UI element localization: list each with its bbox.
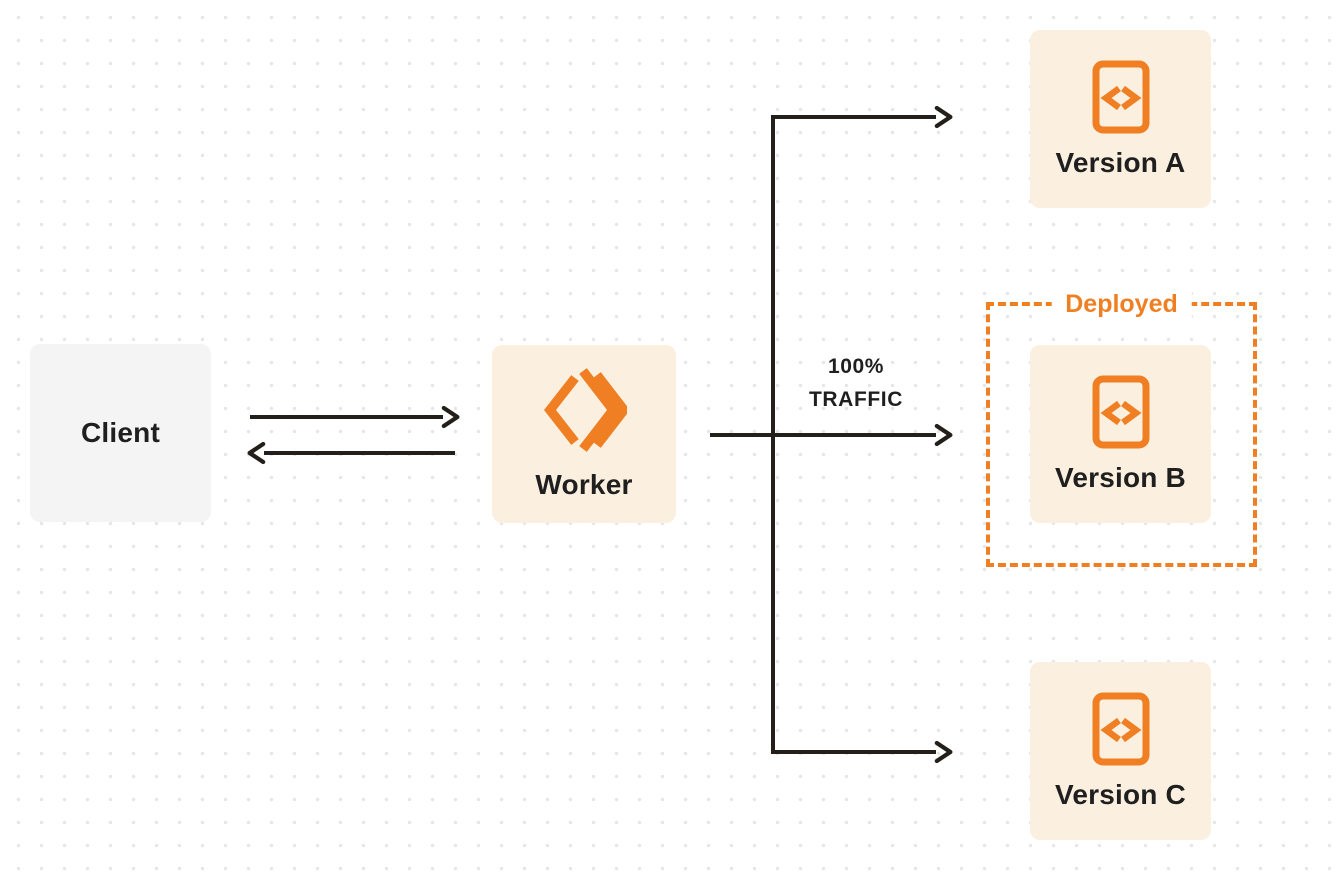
- version-c-label: Version C: [1055, 778, 1186, 810]
- version-a-node: Version A: [1030, 30, 1211, 208]
- traffic-percent: 100%: [827, 355, 885, 378]
- version-a-label: Version A: [1055, 146, 1186, 178]
- code-file-icon: [1092, 375, 1149, 448]
- cloudflare-workers-chevrons-icon: [543, 368, 627, 452]
- client-label: Client: [81, 417, 160, 448]
- worker-label: Worker: [535, 469, 633, 500]
- traffic-word: TRAFFIC: [808, 388, 903, 411]
- deployed-label: Deployed: [1051, 288, 1192, 320]
- client-node: Client: [30, 344, 211, 522]
- code-file-icon: [1092, 692, 1149, 765]
- version-c-node: Version C: [1030, 662, 1211, 840]
- version-b-node: Version B: [1030, 345, 1211, 523]
- traffic-annotation: 100% TRAFFIC: [776, 350, 936, 416]
- version-b-label: Version B: [1055, 461, 1186, 493]
- deployed-frame: Deployed: [986, 288, 1257, 567]
- worker-node: Worker: [492, 345, 676, 523]
- code-file-icon: [1092, 60, 1149, 133]
